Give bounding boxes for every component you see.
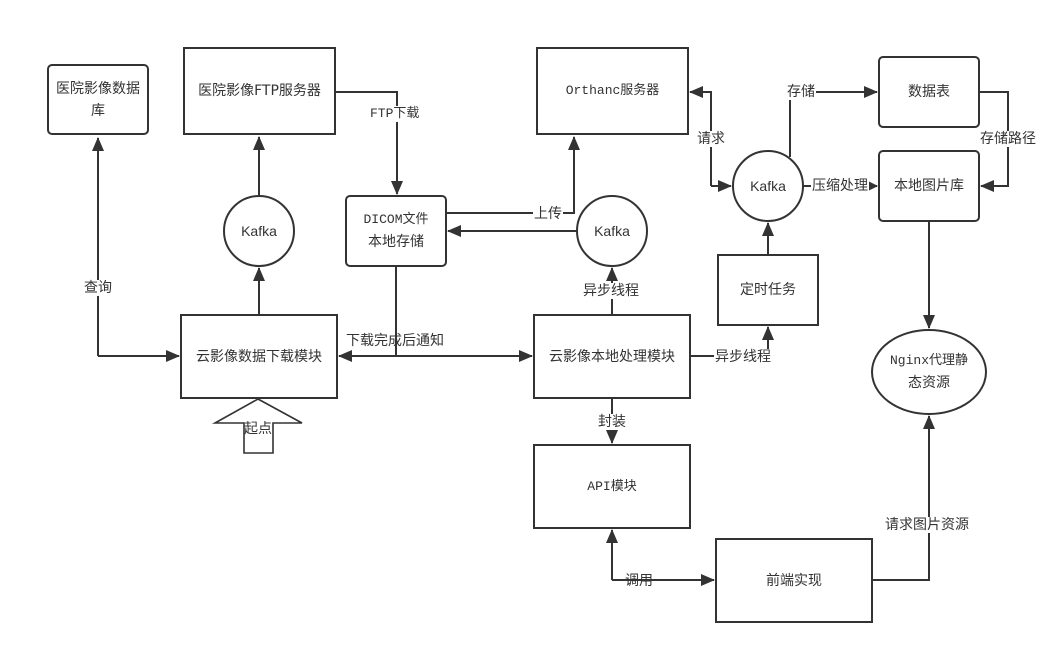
- frontend-node: [715, 538, 873, 623]
- nginx-line1: Nginx代理静: [889, 353, 968, 368]
- frontend-label: 前端实现: [766, 572, 822, 589]
- dicom-storage-line1: DICOM文件: [363, 212, 429, 227]
- hospital-ftp-node: [183, 47, 336, 135]
- scheduled-task-node: [717, 254, 819, 326]
- edge-label-ftp-download: FTP下载: [369, 106, 421, 122]
- kafka-right-label: Kafka: [750, 178, 786, 194]
- edge-request-image: [872, 415, 935, 581]
- edge-label-query: 查询: [83, 280, 113, 296]
- hospital-db-label: 医院影像数据库: [56, 80, 140, 119]
- orthanc-label: Orthanc服务器: [565, 83, 660, 98]
- start-point-arrow-icon: [211, 398, 303, 454]
- edge-label-invoke: 调用: [625, 573, 653, 589]
- nginx-line2: 态资源: [908, 375, 950, 391]
- scheduled-task-label: 定时任务: [740, 282, 796, 298]
- edge-label-async-up: 异步线程: [582, 283, 640, 299]
- nginx-label: Nginx代理静 态资源: [872, 330, 986, 414]
- edge-label-request-image: 请求图片资源: [884, 517, 970, 533]
- edge-label-async-right: 异步线程: [714, 349, 772, 365]
- dicom-storage-label: DICOM文件 本地存储: [346, 196, 446, 266]
- start-point-label: 起点: [244, 421, 272, 437]
- edge-label-encapsulate: 封装: [597, 414, 627, 430]
- nginx-node: [871, 329, 987, 415]
- orthanc-node: [536, 47, 689, 135]
- kafka-left-label: Kafka: [241, 223, 277, 239]
- api-module-label: API模块: [587, 478, 637, 494]
- edge-store: [789, 86, 878, 157]
- hospital-db-node: [47, 64, 149, 135]
- dicom-storage-line2: 本地存储: [368, 234, 424, 250]
- edge-label-store-path: 存储路径: [979, 131, 1037, 147]
- hospital-ftp-label: 医院影像FTP服务器: [198, 83, 321, 99]
- edge-label-download-notify: 下载完成后通知: [346, 333, 444, 349]
- data-table-label: 数据表: [908, 84, 950, 100]
- api-module-node: [533, 444, 691, 529]
- edge-request-to-orthanc: [689, 86, 712, 186]
- edge-ftp-download: [335, 91, 403, 195]
- edge-upload: [446, 136, 580, 214]
- download-module-label: 云影像数据下载模块: [196, 348, 322, 365]
- kafka-middle-label: Kafka: [594, 223, 630, 239]
- edge-label-upload: 上传: [533, 206, 563, 222]
- local-image-lib-label: 本地图片库: [894, 178, 964, 194]
- local-process-module-label: 云影像本地处理模块: [549, 348, 675, 365]
- edge-label-request: 请求: [696, 131, 726, 147]
- edge-label-store: 存储: [786, 84, 816, 100]
- edge-label-compress: 压缩处理: [811, 178, 869, 194]
